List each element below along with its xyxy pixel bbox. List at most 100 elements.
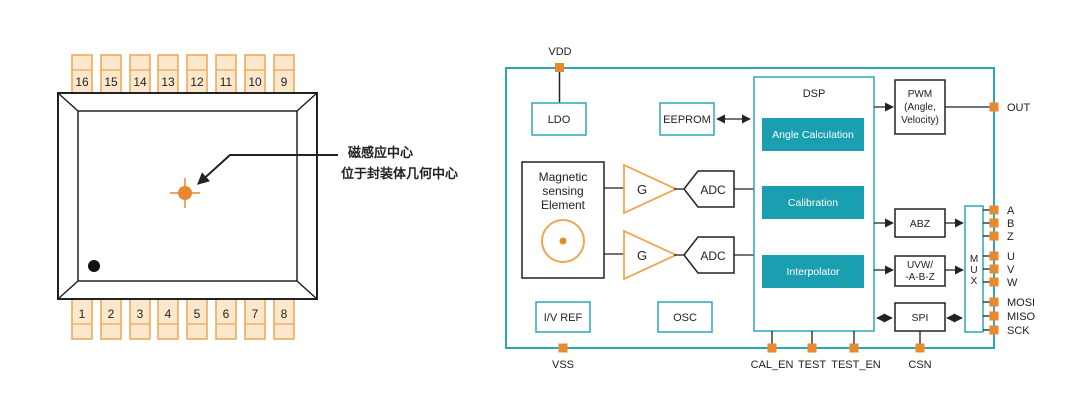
amplifier-upper [623, 163, 679, 215]
pwm-block [894, 79, 946, 135]
pin-number-label: 12 [190, 75, 204, 89]
annotation-arrow [197, 154, 338, 185]
package-pin-bottom: 7 [244, 298, 266, 340]
amplifier-upper-label: G [637, 182, 647, 197]
vss-pad [558, 343, 568, 353]
test-en-pad [849, 343, 859, 353]
mux-output-label: SCK [1007, 325, 1030, 337]
eeprom-label: EEPROM [663, 114, 711, 126]
pwm-label-1: PWM [908, 89, 932, 100]
mux-output-label: MISO [1007, 311, 1036, 323]
uvw-label-1: UVW/ [907, 260, 933, 271]
osc-block [657, 301, 713, 333]
abz-label: ABZ [910, 218, 931, 230]
annotation-line-1: 磁感应中心 [348, 145, 413, 161]
csn-pad [915, 343, 925, 353]
ldo-label: LDO [548, 114, 571, 126]
out-label: OUT [1007, 102, 1031, 114]
package-pin-top: 11 [215, 54, 237, 94]
package-pin-top: 9 [273, 54, 295, 94]
pin-number-label: 2 [108, 307, 115, 321]
block-diagram: VDD LDO EEPROM Magnetic sensing Element … [505, 46, 1036, 371]
pin1-marker-dot [88, 260, 100, 272]
mux-output-label: Z [1007, 231, 1014, 243]
mux-output-w: W [983, 277, 1018, 289]
pin-number-label: 11 [220, 75, 233, 89]
calibration-label: Calibration [788, 197, 838, 209]
package-pin-bottom: 5 [186, 298, 208, 340]
pin-number-label: 9 [281, 75, 288, 89]
iv-ref-label: I/V REF [544, 312, 583, 324]
mux-output-label: MOSI [1007, 297, 1035, 309]
test-label: TEST [798, 359, 826, 371]
pin-number-label: 8 [281, 307, 288, 321]
ldo-block [531, 102, 587, 136]
package-pin-top: 14 [129, 54, 151, 94]
csn-label: CSN [908, 359, 931, 371]
mux-output-miso: MISO [983, 311, 1036, 323]
mux-label-u: U [970, 265, 977, 276]
interpolator-block [762, 255, 864, 288]
test-pad [807, 343, 817, 353]
uvw-block [894, 255, 946, 287]
magnetic-label-3: Element [541, 198, 586, 212]
amplifier-lower [623, 229, 679, 281]
adc-lower-label: ADC [700, 249, 726, 263]
package-pin-bottom: 2 [100, 298, 122, 340]
package-pin-top: 16 [71, 54, 93, 94]
mux-output-label: V [1007, 264, 1015, 276]
mux-output-a: A [983, 205, 1015, 217]
pwm-label-3: Velocity) [901, 115, 939, 126]
mux-output-label: U [1007, 251, 1015, 263]
pin-number-label: 1 [79, 307, 86, 321]
vdd-label: VDD [548, 46, 571, 58]
package-pin-bottom: 8 [273, 298, 295, 340]
magnetic-label-2: sensing [542, 184, 583, 198]
out-pad [989, 102, 999, 112]
eeprom-block [659, 102, 715, 136]
package-pin-top: 12 [186, 54, 208, 94]
vdd-pad [555, 63, 564, 72]
sensing-center-marker [170, 178, 200, 208]
bevel-line [296, 280, 318, 300]
pin-number-label: 13 [161, 75, 175, 89]
pin-number-label: 16 [75, 75, 89, 89]
spi-block [894, 302, 946, 332]
magnetic-label-1: Magnetic [539, 170, 588, 184]
annotation-line-2: 位于封装体几何中心 [341, 166, 458, 182]
vss-label: VSS [552, 359, 574, 371]
package-pin-bottom: 1 [71, 298, 93, 340]
mux-output-z: Z [983, 231, 1014, 243]
magnet-ring-icon [541, 219, 585, 263]
cal-en-pad [767, 343, 777, 353]
osc-label: OSC [673, 312, 697, 324]
cal-en-label: CAL_EN [751, 359, 794, 371]
calibration-block [762, 186, 864, 219]
bevel-line [296, 92, 318, 112]
pin-number-label: 7 [252, 307, 259, 321]
mux-output-v: V [983, 264, 1015, 276]
package-pin-top: 15 [100, 54, 122, 94]
adc-upper-label: ADC [700, 183, 726, 197]
uvw-label-2: -A-B-Z [905, 272, 934, 283]
package-pin-bottom: 6 [215, 298, 237, 340]
spi-label: SPI [912, 312, 929, 324]
mux-output-label: B [1007, 218, 1014, 230]
pwm-label-2: (Angle, [904, 102, 936, 113]
mux-output-mosi: MOSI [983, 297, 1035, 309]
mux-output-label: W [1007, 277, 1018, 289]
pin-number-label: 10 [248, 75, 262, 89]
mux-label-m: M [970, 254, 978, 265]
mux-output-u: U [983, 251, 1015, 263]
mux-label-x: X [971, 276, 978, 287]
package-pin-bottom: 4 [157, 298, 179, 340]
mux-output-sck: SCK [983, 325, 1030, 337]
magnet-center-icon [559, 237, 567, 245]
mux-output-label: A [1007, 205, 1015, 217]
package-pin-top: 10 [244, 54, 266, 94]
